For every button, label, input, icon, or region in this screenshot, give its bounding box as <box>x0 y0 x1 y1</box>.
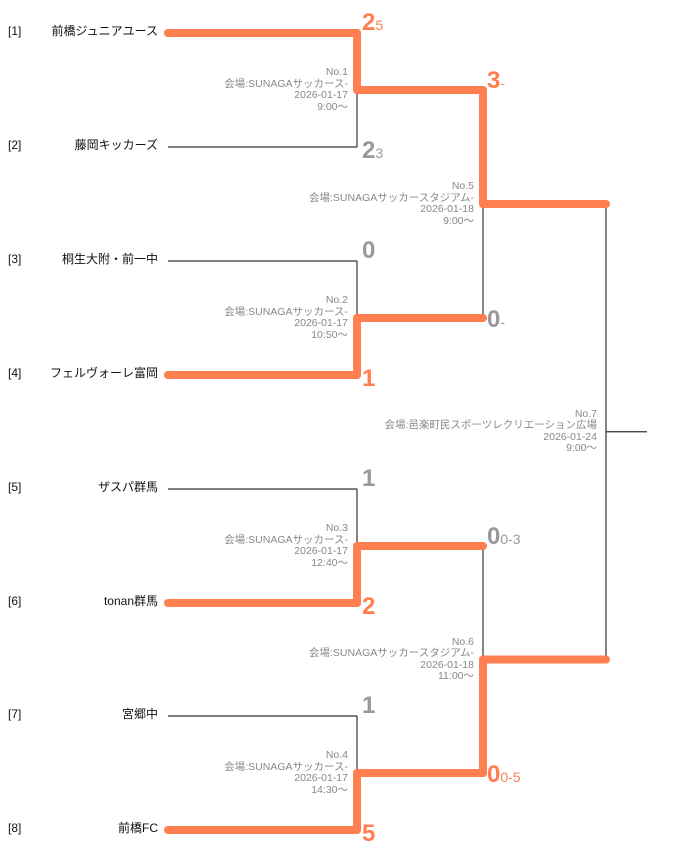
score-value: 2 <box>362 137 376 164</box>
team-name[interactable]: tonan群馬 <box>103 594 158 608</box>
score-bottom: 5 <box>362 822 375 848</box>
score-value: 0 <box>487 523 501 550</box>
pk-score: 0-5 <box>500 769 521 785</box>
match-time: 9:00〜 <box>443 214 474 227</box>
score-bottom: 00-5 <box>487 763 521 789</box>
match-no: No.2 <box>325 294 348 306</box>
score-value: 3 <box>487 67 501 94</box>
team-name[interactable]: 宮郷中 <box>121 707 158 721</box>
match-venue: 会場:SUNAGAサッカース- <box>224 77 348 90</box>
score-top: 0 <box>362 239 375 265</box>
pk-score: 5 <box>375 17 384 33</box>
match-date: 2026-01-17 <box>294 772 348 784</box>
seed-label: [2] <box>8 138 22 152</box>
score-top: 1 <box>362 694 375 720</box>
seed-label: [5] <box>8 480 22 494</box>
score-value: 5 <box>362 820 376 847</box>
seed-label: [4] <box>8 366 22 380</box>
match-date: 2026-01-18 <box>420 203 474 215</box>
score-value: 1 <box>362 365 376 392</box>
team-name[interactable]: 前橋FC <box>118 821 158 835</box>
pk-score: 3 <box>375 145 384 161</box>
score-top: 1 <box>362 467 375 493</box>
score-value: 1 <box>362 692 376 719</box>
team-name[interactable]: 桐生大附・前一中 <box>61 252 158 266</box>
match-no: No.4 <box>325 749 348 761</box>
score-value: 2 <box>362 9 376 36</box>
seed-label: [8] <box>8 821 22 835</box>
match-date: 2026-01-17 <box>294 545 348 557</box>
match-date: 2026-01-24 <box>543 430 597 443</box>
match-venue: 会場:SUNAGAサッカースタジアム- <box>309 647 474 659</box>
score-top: 25 <box>362 11 383 37</box>
match-venue: 会場:SUNAGAサッカース- <box>224 760 348 773</box>
team-name[interactable]: ザスパ群馬 <box>98 480 158 494</box>
score-bottom: 2 <box>362 595 375 621</box>
match-no: No.7 <box>574 407 597 420</box>
match-time: 12:40〜 <box>311 556 348 569</box>
score-value: 1 <box>362 465 376 492</box>
score-value: 0 <box>487 761 501 788</box>
pk-score: 0-3 <box>500 531 521 547</box>
match-time: 9:00〜 <box>566 442 597 455</box>
match-date: 2026-01-18 <box>420 658 474 671</box>
match-no: No.5 <box>451 180 474 192</box>
match-venue: 会場:SUNAGAサッカース- <box>224 533 348 546</box>
match-time: 11:00〜 <box>438 670 474 682</box>
team-name[interactable]: フェルヴォーレ富岡 <box>49 366 158 380</box>
match-venue: 会場:SUNAGAサッカース- <box>224 305 348 318</box>
match-time: 10:50〜 <box>311 328 348 341</box>
match-date: 2026-01-17 <box>294 317 348 329</box>
pk-score: - <box>500 75 506 91</box>
team-name[interactable]: 前橋ジュニアユース <box>51 24 158 38</box>
match-time: 9:00〜 <box>317 100 348 113</box>
score-value: 0 <box>487 306 501 333</box>
score-top: 00-3 <box>487 525 521 551</box>
seed-label: [6] <box>8 594 22 608</box>
seed-label: [7] <box>8 707 22 721</box>
match-venue: 会場:SUNAGAサッカースタジアム- <box>309 191 474 204</box>
match-no: No.3 <box>325 522 348 534</box>
team-name[interactable]: 藤岡キッカーズ <box>74 138 158 152</box>
match-no: No.6 <box>451 635 474 648</box>
match-no: No.1 <box>325 66 348 78</box>
score-bottom: 1 <box>362 367 375 393</box>
score-top: 3- <box>487 69 505 95</box>
pk-score: - <box>500 314 506 330</box>
score-value: 2 <box>362 593 376 620</box>
score-bottom: 23 <box>362 139 383 165</box>
match-date: 2026-01-17 <box>294 89 348 101</box>
seed-label: [1] <box>8 24 22 38</box>
match-time: 14:30〜 <box>311 783 348 796</box>
seed-label: [3] <box>8 252 22 266</box>
score-value: 0 <box>362 237 376 264</box>
score-bottom: 0- <box>487 308 505 334</box>
match-venue: 会場:邑楽町民スポーツレクリエーション広場 <box>384 419 598 432</box>
